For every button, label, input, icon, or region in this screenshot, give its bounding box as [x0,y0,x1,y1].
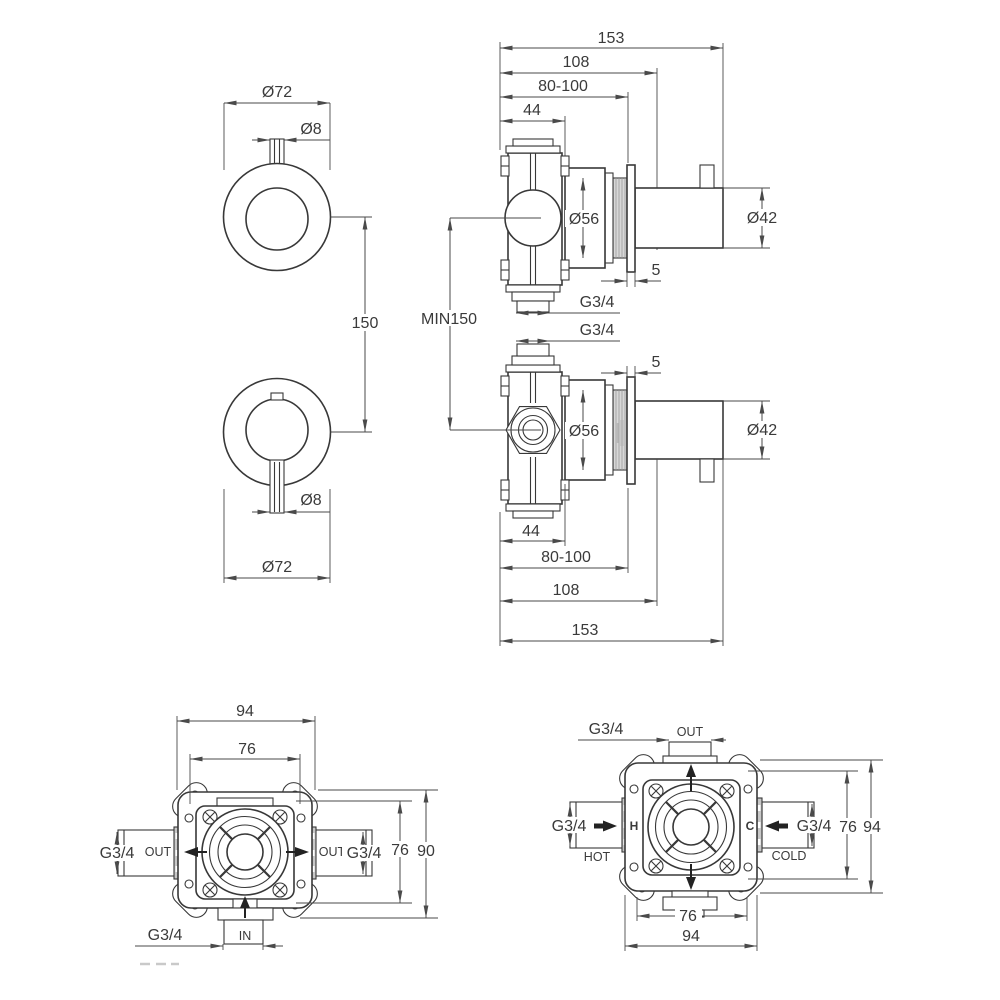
top-port-nut-lower [511,355,555,366]
thread-stamp-mark [620,420,624,446]
dim-outer-diameter-upper: Ø72 [262,84,292,101]
dim-diverter-width: 94 [236,703,254,720]
label-left-out: OUT [145,845,172,859]
housing-spokes [219,826,271,878]
flow-arrow-bottom-out [686,877,696,890]
dim-min-center-spacing: MIN150 [421,311,477,328]
side-view-lower-dimensions: 44 80-100 108 153 [499,459,724,646]
trim-sleeve-lower [634,400,724,460]
top-port-tube-lower [516,343,550,357]
dim-mixer-plate-width: 76 [679,908,697,925]
dim-body-depth-top: 44 [523,102,541,119]
flow-arrow-in [240,896,250,908]
dim-trim-diameter-upper: Ø42 [747,210,777,227]
dim-plate-thickness-upper: 5 [652,262,661,279]
side-view-lower-valve: Ø56 Ø42 5 G3/4 [450,322,781,519]
dim-plate-thickness-lower: 5 [652,354,661,371]
handle-hub-upper [245,187,309,251]
dim-center-spacing: 150 [352,315,379,332]
dim-port-thread-upper: G3/4 [580,294,615,311]
dim-diverter-plate-height: 76 [391,842,409,859]
dim-trim-depth-bottom: 108 [553,582,580,599]
mixer-rough-in-view: H C G3/4 OUT G3/4 HOT G3/4 COLD 76 94 76 [547,721,886,951]
dim-port-thread-lower: G3/4 [580,322,615,339]
dim-outer-diameter-lower: Ø72 [262,559,292,576]
plate-screws [202,809,288,898]
wall-flange-lower [626,376,636,485]
index-knob-upper [699,164,715,189]
trim-sleeve-upper [634,187,724,249]
handle-hub-lower [245,398,309,462]
dim-diverter-plate-width: 76 [238,741,256,758]
label-cold-port-c: C [746,819,755,833]
wall-flange-upper [626,164,636,273]
flow-arrow-left-out [184,847,198,857]
index-knob-lower [699,458,715,483]
dim-body-depth-bottom: 44 [522,523,540,540]
cold-inlet-arrow [765,820,779,832]
dim-trim-depth-top: 108 [563,54,590,71]
handle-nub-lower [270,392,284,401]
side-view-upper-dimensions: 153 108 80-100 44 [499,30,724,250]
dim-trim-diameter-lower: Ø42 [747,422,777,439]
dim-mixer-width: 94 [682,928,700,945]
dim-stem-diameter-upper: Ø8 [300,121,321,138]
dim-left-thread: G3/4 [100,845,135,862]
dim-mixer-plate-height: 76 [839,819,857,836]
label-right-out: OUT [319,845,346,859]
spacing-dimension-150: 150 [331,216,383,433]
dim-diverter-height: 90 [417,843,435,860]
dim-total-depth-top: 153 [598,30,625,47]
dim-right-thread: G3/4 [347,845,382,862]
diverter-rough-in-view: 94 76 G3/4 OUT OUT G3/4 76 90 IN G3/4 [96,703,441,966]
dim-mixer-height: 94 [863,819,881,836]
dim-hot-thread: G3/4 [552,818,587,835]
label-in: IN [239,929,252,943]
label-hot-port-h: H [630,819,639,833]
dim-rough-in-depth-bottom: 80-100 [541,549,591,566]
thread-stamp-mark [616,423,619,443]
dim-rough-in-depth-top: 80-100 [538,78,588,95]
bottom-port-nut-upper [511,291,555,302]
housing-spokes [665,801,717,853]
dim-bottom-thread: G3/4 [148,927,183,944]
handle-stem-lower [269,459,285,514]
label-cold: COLD [772,849,807,863]
label-hot: HOT [584,850,611,864]
dim-total-depth-bottom: 153 [572,622,599,639]
dim-stem-diameter-lower: Ø8 [300,492,321,509]
front-view-upper: Ø72 Ø8 [222,84,332,272]
flow-arrow-right-out [295,847,309,857]
front-view-lower: Ø8 Ø72 [222,377,332,583]
dim-sleeve-diameter-upper: Ø56 [569,211,599,228]
dim-top-thread: G3/4 [589,721,624,738]
hot-inlet-arrow [603,820,617,832]
min-spacing-dimension: MIN150 [420,218,479,430]
flow-arrow-top-out [686,764,696,777]
dim-cold-thread: G3/4 [797,818,832,835]
side-view-upper-valve: Ø56 Ø42 5 G3/4 [450,138,781,316]
plate-screws [648,783,735,874]
label-top-out: OUT [677,725,704,739]
dim-sleeve-diameter-lower: Ø56 [569,423,599,440]
bottom-port-tube-upper [516,300,550,313]
